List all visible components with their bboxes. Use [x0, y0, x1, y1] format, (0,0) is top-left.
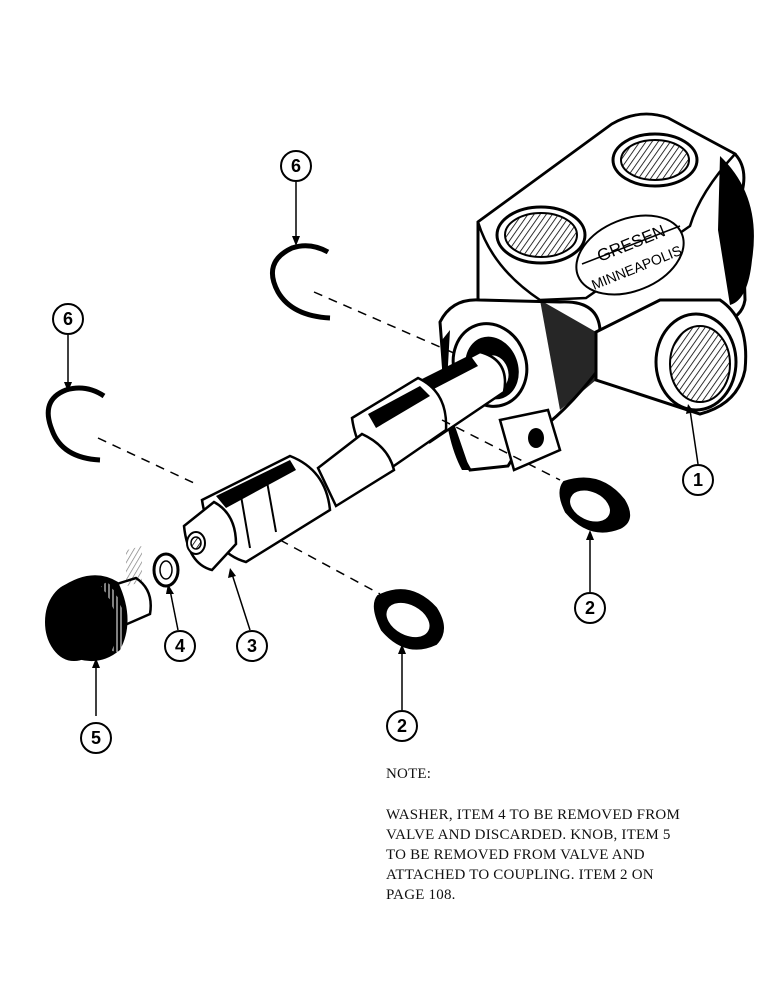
callout-2-lower: 2 [386, 710, 418, 742]
snap-ring-upper [269, 243, 331, 321]
note-title: NOTE: [386, 766, 432, 782]
washer [152, 552, 180, 588]
leader-arrowheads [64, 236, 694, 668]
snap-ring-lower [45, 385, 106, 463]
leader-lines [67, 182, 699, 716]
callout-2-lower-label: 2 [397, 716, 407, 736]
note-line: WASHER, ITEM 4 TO BE REMOVED FROM [386, 807, 680, 823]
seal-ring-lower [373, 589, 444, 650]
note-line: VALVE AND DISCARDED. KNOB, ITEM 5 [386, 827, 671, 843]
callout-2-upper-label: 2 [585, 598, 595, 618]
seal-ring-upper [559, 477, 631, 533]
callout-3: 3 [236, 630, 268, 662]
callout-1-label: 1 [693, 470, 703, 490]
note-line: TO BE REMOVED FROM VALVE AND [386, 847, 645, 863]
callout-5: 5 [80, 722, 112, 754]
note-line: ATTACHED TO COUPLING. ITEM 2 ON [386, 867, 654, 883]
knob [45, 545, 152, 662]
callout-4-label: 4 [175, 636, 185, 656]
callout-4: 4 [164, 630, 196, 662]
assembly-note: NOTE: WASHER, ITEM 4 TO BE REMOVED FROM … [386, 764, 766, 905]
callout-6-upper-label: 6 [291, 156, 301, 176]
callout-1: 1 [682, 464, 714, 496]
assembly-lines [97, 291, 561, 595]
callout-3-label: 3 [247, 636, 257, 656]
callout-2-upper: 2 [574, 592, 606, 624]
callout-6-lower-label: 6 [63, 309, 73, 329]
valve-body [438, 112, 754, 472]
note-line: PAGE 108. [386, 887, 456, 903]
callout-6-lower: 6 [52, 303, 84, 335]
spool [182, 350, 507, 572]
callout-5-label: 5 [91, 728, 101, 748]
callout-6-upper: 6 [280, 150, 312, 182]
